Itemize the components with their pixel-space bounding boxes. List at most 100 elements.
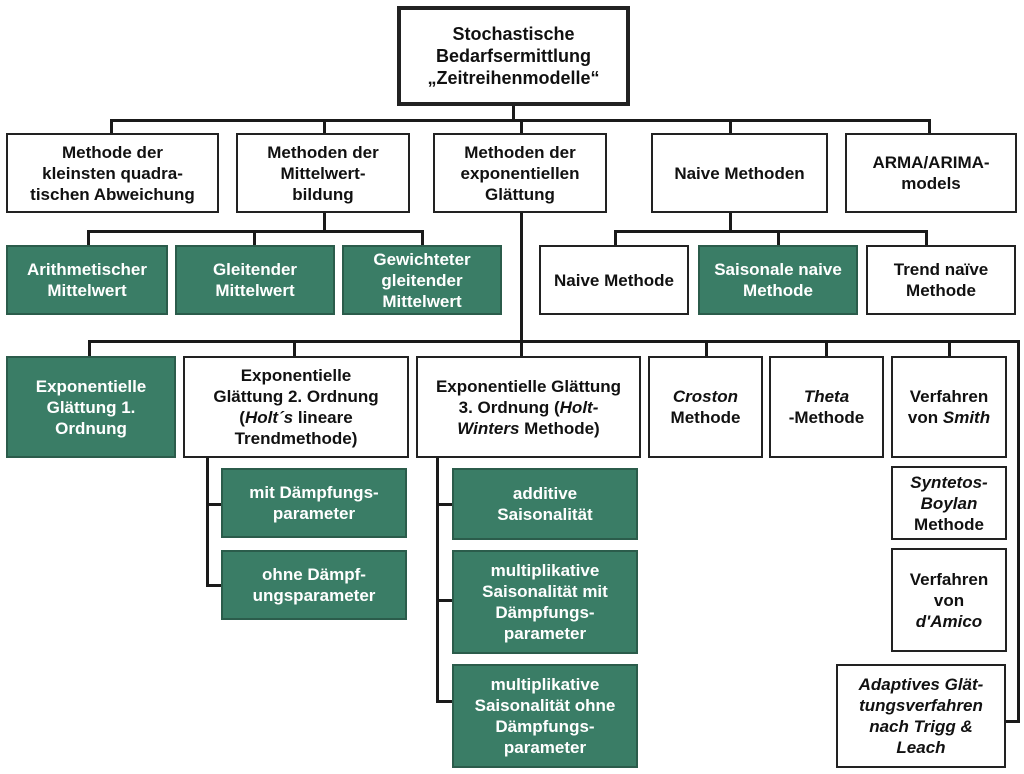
connector (512, 105, 515, 121)
connector (825, 340, 828, 357)
node-line: Naive Methoden (674, 163, 805, 183)
node-smith: Verfahren von Smith (891, 356, 1007, 458)
root-node: Stochastische Bedarfsermittlung „Zeitrei… (397, 6, 630, 106)
connector (436, 599, 454, 602)
node-line: Saisonale naive (714, 260, 842, 279)
node-line: Verfahren (909, 387, 989, 406)
node-line: (Holt´s lineare (239, 408, 353, 427)
node-line: Trend naïve (893, 260, 989, 279)
node-arma-arima: ARMA/ARIMA- models (845, 133, 1017, 213)
connector (436, 700, 454, 703)
connector (436, 503, 454, 506)
node-line: mit Dämpfungs- (249, 483, 379, 502)
node-line: Trendmethode) (234, 429, 358, 448)
connector (436, 458, 439, 702)
node-damico: Verfahren von d'Amico (891, 548, 1007, 652)
connector (421, 230, 424, 246)
connector (323, 212, 326, 232)
node-line: Dämpfungs- (495, 717, 595, 736)
node-line: Exponentielle Glättung (435, 376, 622, 396)
connector (293, 340, 296, 357)
connector (925, 230, 928, 246)
connector (520, 212, 523, 342)
connector (206, 584, 222, 587)
node-line: Arithmetischer (27, 260, 147, 279)
node-line: Mittelwert (382, 291, 462, 311)
node-line: Boylan (920, 493, 978, 513)
node-line: Mittelwert (47, 281, 127, 300)
connector (948, 340, 951, 357)
node-line: exponentiellen (460, 163, 580, 183)
node-exponential-smoothing: Methoden der exponentiellen Glättung (433, 133, 607, 213)
node-line: Verfahren (909, 569, 989, 589)
node-line: ARMA/ARIMA- (872, 153, 990, 172)
node-without-damping: ohne Dämpf- ungsparameter (221, 550, 407, 620)
node-line: Winters Methode) (457, 418, 600, 438)
node-line: Methode der (61, 142, 164, 162)
node-line: parameter (503, 624, 587, 643)
node-line: Methode (670, 408, 741, 427)
node-line: Exponentielle (240, 366, 352, 385)
node-line: Mittelwert (215, 281, 295, 300)
node-line: tungsverfahren (859, 696, 983, 715)
connector (520, 340, 523, 357)
node-line: Dämpfungs- (495, 603, 595, 622)
connector (614, 230, 928, 233)
connector (729, 119, 732, 134)
node-line: models (901, 174, 961, 193)
node-trend-naive: Trend naïve Methode (866, 245, 1016, 315)
connector (323, 119, 326, 134)
node-least-squares: Methode der kleinsten quadra- tischen Ab… (6, 133, 219, 213)
node-mean-methods: Methoden der Mittelwert- bildung (236, 133, 410, 213)
node-weighted-moving-average: Gewichteter gleitender Mittelwert (342, 245, 502, 315)
node-multiplicative-with-damping: multiplikative Saisonalität mit Dämpfung… (452, 550, 638, 654)
connector (88, 340, 1020, 343)
node-line: Saisonalität ohne (474, 696, 616, 715)
node-line: Naive Methode (554, 270, 674, 290)
node-line: Exponentielle (35, 376, 147, 396)
node-line: Glättung 2. Ordnung (213, 387, 379, 406)
node-line: Theta (803, 387, 850, 406)
node-line: parameter (503, 738, 587, 757)
node-arithmetic-mean: Arithmetischer Mittelwert (6, 245, 168, 315)
node-line: Gleitender (212, 260, 298, 279)
node-line: Saisonalität (497, 505, 593, 524)
node-line: Leach (896, 738, 946, 757)
node-trigg-leach: Adaptives Glät- tungsverfahren nach Trig… (836, 664, 1006, 768)
node-exp-third-order: Exponentielle Glättung 3. Ordnung (Holt-… (416, 356, 641, 458)
root-line: Stochastische (452, 24, 575, 44)
node-line: Gewichteter (373, 249, 471, 269)
node-line: kleinsten quadra- (42, 163, 183, 183)
node-line: Glättung (485, 184, 555, 204)
node-line: ohne Dämpf- (262, 565, 366, 584)
node-line: 3. Ordnung (Holt- (458, 397, 599, 417)
node-line: Mittelwert- (280, 163, 366, 183)
connector (777, 230, 780, 246)
node-line: tischen Abweichung (30, 184, 195, 204)
connector (614, 230, 617, 246)
node-naive-method: Naive Methode (539, 245, 689, 315)
connector (1000, 720, 1020, 723)
node-seasonal-naive: Saisonale naive Methode (698, 245, 858, 315)
node-line: -Methode (788, 408, 865, 427)
node-multiplicative-without-damping: multiplikative Saisonalität ohne Dämpfun… (452, 664, 638, 768)
node-with-damping: mit Dämpfungs- parameter (221, 468, 407, 538)
root-line: Bedarfsermittlung (435, 46, 591, 66)
node-line: von Smith (907, 408, 991, 427)
node-line: von (933, 590, 965, 610)
node-line: bildung (292, 184, 354, 204)
node-exp-second-order: Exponentielle Glättung 2. Ordnung (Holt´… (183, 356, 409, 458)
node-line: multiplikative (490, 561, 600, 580)
node-line: d'Amico (915, 611, 983, 631)
node-line: Ordnung (55, 418, 127, 438)
node-additive-seasonality: additive Saisonalität (452, 468, 638, 540)
node-exp-first-order: Exponentielle Glättung 1. Ordnung (6, 356, 176, 458)
node-line: Syntetos- (910, 472, 988, 492)
node-line: Adaptives Glät- (858, 675, 984, 694)
node-line: multiplikative (490, 675, 600, 694)
node-line: Saisonalität mit (482, 582, 608, 601)
node-line: parameter (272, 504, 356, 523)
node-croston: Croston Methode (648, 356, 763, 458)
node-line: Methoden der (267, 142, 379, 162)
